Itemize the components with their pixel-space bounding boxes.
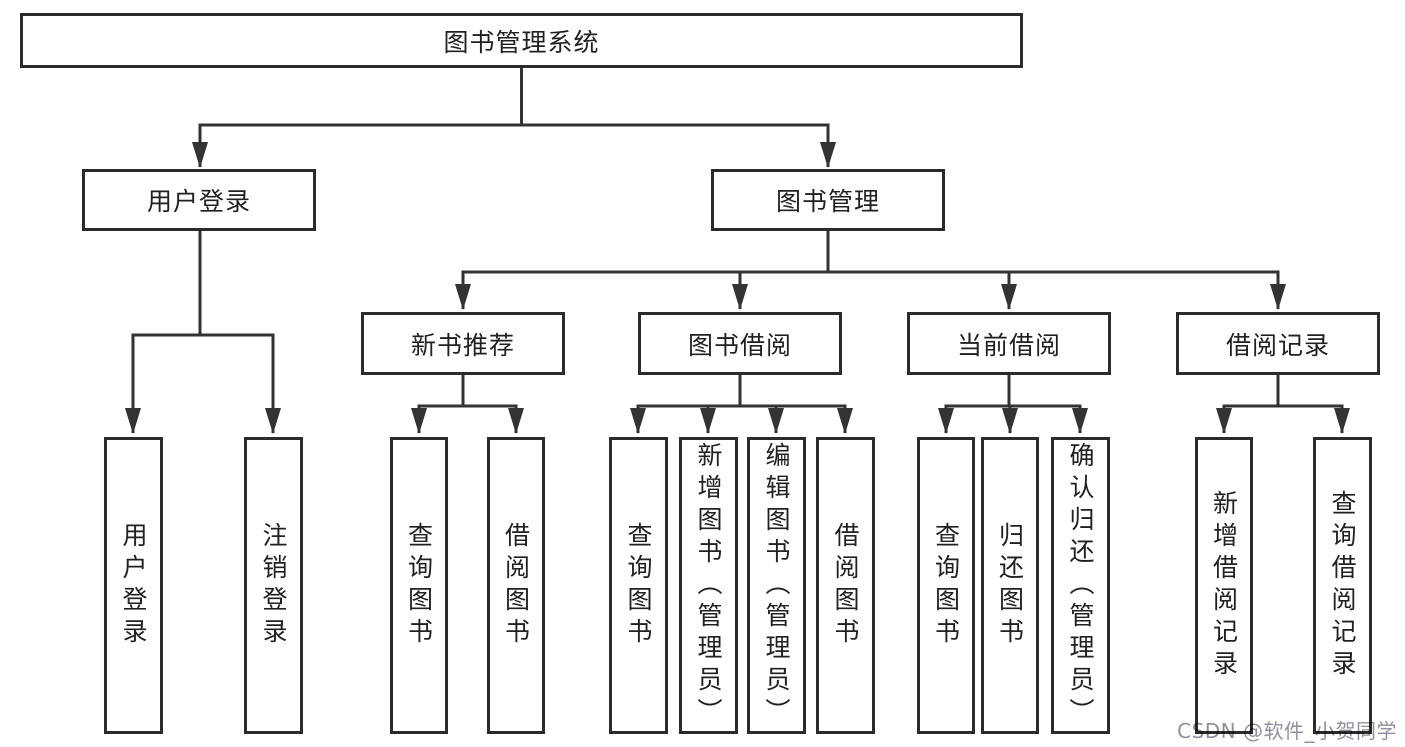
leaf-label: 新增借阅记录: [1209, 489, 1239, 682]
leaf-add-borrow-record: 新增借阅记录: [1195, 437, 1253, 734]
leaf-label: 查询图书: [931, 521, 961, 650]
node-book-management: 图书管理: [711, 169, 945, 231]
node-borrow-records: 借阅记录: [1176, 312, 1380, 375]
leaf-label: 确认归还（管理员）: [1066, 441, 1095, 730]
leaf-label: 查询借阅记录: [1328, 489, 1357, 682]
node-root: 图书管理系统: [20, 13, 1023, 68]
leaf-label: 注销登录: [259, 521, 288, 650]
leaf-logout: 注销登录: [244, 437, 303, 734]
leaf-label: 新增图书（管理员）: [694, 441, 723, 730]
leaf-borrow-books-2: 借阅图书: [816, 437, 875, 734]
csdn-watermark: CSDN @软件_小贺同学: [1177, 719, 1397, 743]
leaf-add-books-admin: 新增图书（管理员）: [679, 437, 738, 734]
leaf-confirm-return-admin: 确认归还（管理员）: [1051, 437, 1110, 734]
leaf-query-books-1: 查询图书: [390, 437, 448, 734]
leaf-borrow-books-1: 借阅图书: [487, 437, 545, 734]
leaf-user-login: 用户登录: [104, 437, 163, 734]
leaf-query-borrow-record: 查询借阅记录: [1313, 437, 1372, 734]
leaf-query-books-3: 查询图书: [917, 437, 975, 734]
leaf-query-books-2: 查询图书: [609, 437, 668, 734]
leaf-label: 借阅图书: [501, 521, 531, 650]
leaf-label: 编辑图书（管理员）: [762, 441, 791, 730]
leaf-label: 查询图书: [624, 521, 653, 650]
leaf-label: 归还图书: [995, 521, 1025, 650]
leaf-edit-books-admin: 编辑图书（管理员）: [747, 437, 806, 734]
leaf-label: 查询图书: [404, 521, 434, 650]
leaf-return-books: 归还图书: [981, 437, 1039, 734]
node-book-borrow: 图书借阅: [638, 312, 842, 375]
node-user-login: 用户登录: [82, 169, 316, 231]
node-current-borrow: 当前借阅: [907, 312, 1111, 375]
leaf-label: 用户登录: [119, 521, 148, 650]
leaf-label: 借阅图书: [831, 521, 860, 650]
node-new-book-recommend: 新书推荐: [361, 312, 565, 375]
